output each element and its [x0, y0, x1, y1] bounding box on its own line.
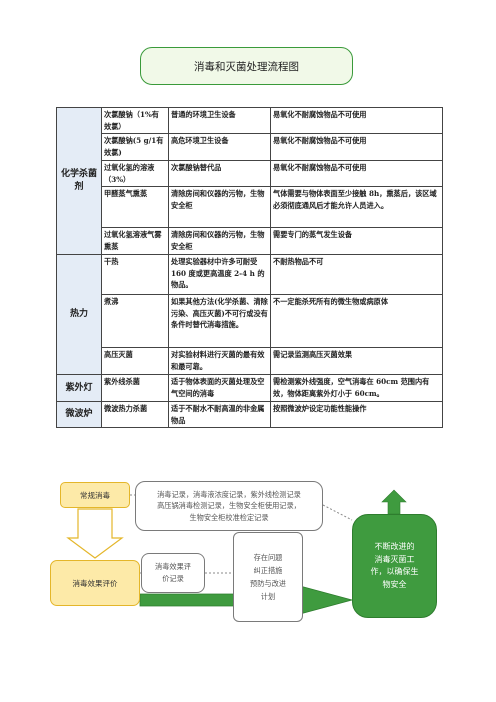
effect-record-box: 消毒效果评 价记录: [141, 553, 205, 593]
table-row: 过氧化氢的溶液（3%） 次氯酸钠替代品 易氧化不耐腐蚀物品不可使用: [57, 160, 443, 187]
table-row: 甲醛蒸气熏蒸 清除房间和仪器的污物，生物安全柜 气体需要与物体表面至少接触 8h…: [57, 186, 443, 228]
scope-cell: 处理实验器材中许多可耐受 160 度或更高温度 2-4 h 的物品。: [168, 254, 271, 295]
records-line: 高压锅消毒检测记录，生物安全柜使用记录，: [157, 501, 301, 511]
table-row: 化学杀菌剂 次氯酸钠（1%有效氯） 普通的环境卫生设备 易氧化不耐腐蚀物品不可使…: [56, 107, 443, 255]
improve-text: 不断改进的 消毒灭菌工 作，以确保生 物安全: [371, 541, 419, 591]
records-box: 消毒记录，消毒液浓度记录，紫外线检测记录 高压锅消毒检测记录，生物安全柜使用记录…: [135, 481, 323, 531]
down-arrow: [66, 508, 124, 559]
note-cell: 需检测紫外线强度，空气消毒在 60cm 范围内有效，物体距离紫外灯小于 60cm…: [270, 374, 443, 402]
agent-cell: 干热: [101, 254, 169, 295]
table-row: 煮沸 如果其他方法(化学杀菌、清除污染、高压灭菌)不可行或没有条件时替代消毒措施…: [57, 294, 443, 348]
issues-box: 存在问题 纠正措施 预防与改进 计划: [233, 532, 303, 622]
scope-cell: 如果其他方法(化学杀菌、清除污染、高压灭菌)不可行或没有条件时替代消毒措施。: [168, 294, 271, 348]
note-cell: 易氧化不耐腐蚀物品不可使用: [270, 160, 443, 187]
agent-cell: 紫外线杀菌: [101, 374, 169, 402]
dashed-connector: [322, 504, 353, 521]
up-arrow: [381, 489, 407, 515]
improve-line: 物安全: [382, 579, 407, 589]
table-body: 化学杀菌剂 次氯酸钠（1%有效氯） 普通的环境卫生设备 易氧化不耐腐蚀物品不可使…: [56, 107, 443, 428]
note-cell: 需要专门的蒸气发生设备: [270, 227, 443, 255]
note-cell: 需记录监测高压灭菌效果: [270, 347, 443, 375]
evaluation-box: 消毒效果评价: [50, 560, 140, 606]
category-cell: 热力: [56, 254, 102, 375]
effect-record-text: 消毒效果评 价记录: [155, 561, 191, 585]
table-row: 次氯酸钠(5 g/1有效氯) 高危环境卫生设备 易氧化不耐腐蚀物品不可使用: [57, 133, 443, 161]
agent-cell: 微波热力杀菌: [101, 401, 169, 428]
improve-line: 作，以确保生: [370, 567, 419, 576]
note-cell: 气体需要与物体表面至少接触 8h，熏蒸后，该区域必须彻底通风后才能允许人员进入。: [270, 186, 443, 228]
issues-line: 纠正措施: [253, 566, 283, 575]
improve-line: 消毒灭菌工: [374, 554, 415, 564]
scope-cell: 适于物体表面的灭菌处理及空气空间的消毒: [168, 374, 271, 402]
issues-line: 存在问题: [253, 553, 283, 562]
agent-cell: 过氧化氢溶液气雾熏蒸: [101, 227, 169, 255]
issues-text: 存在问题 纠正措施 预防与改进 计划: [250, 551, 286, 603]
scope-cell: 高危环境卫生设备: [168, 133, 271, 161]
agent-cell: 过氧化氢的溶液（3%）: [101, 160, 169, 187]
routine-disinfection-box: 常规消毒: [60, 482, 130, 508]
note-cell: 不耐热物品不可: [270, 254, 443, 295]
issues-line: 预防与改进: [250, 579, 286, 588]
records-line: 消毒记录，消毒液浓度记录，紫外线检测记录: [157, 489, 301, 499]
improve-line: 不断改进的: [374, 542, 415, 551]
table-row: 热力 干热 处理实验器材中许多可耐受 160 度或更高温度 2-4 h 的物品。…: [56, 254, 443, 375]
records-text: 消毒记录，消毒液浓度记录，紫外线检测记录 高压锅消毒检测记录，生物安全柜使用记录…: [157, 489, 301, 524]
page-title: 消毒和灭菌处理流程图: [140, 47, 353, 85]
records-line: 生物安全柜校准检定记录: [189, 512, 269, 522]
agent-cell: 煮沸: [101, 294, 169, 348]
note-cell: 不一定能杀死所有的微生物或病原体: [270, 294, 443, 348]
category-cell: 化学杀菌剂: [56, 107, 102, 255]
effect-record-line: 价记录: [162, 574, 184, 583]
issues-line: 计划: [260, 592, 276, 601]
continuous-improvement-box: 不断改进的 消毒灭菌工 作，以确保生 物安全: [352, 514, 437, 618]
effect-record-line: 消毒效果评: [155, 562, 191, 571]
table-row: 微波炉 微波热力杀菌 适于不耐水不耐高温的非金属物品 按照微波炉设定功能性能操作: [56, 401, 443, 428]
category-cell: 微波炉: [56, 401, 102, 428]
note-cell: 按照微波炉设定功能性能操作: [270, 401, 443, 428]
table-row: 紫外灯 紫外线杀菌 适于物体表面的灭菌处理及空气空间的消毒 需检测紫外线强度，空…: [56, 374, 443, 402]
table-row: 高压灭菌 对实验材料进行灭菌的最有效和最可靠。 需记录监测高压灭菌效果: [57, 347, 443, 375]
note-cell: 易氧化不耐腐蚀物品不可使用: [270, 133, 443, 161]
scope-cell: 普通的环境卫生设备: [168, 107, 271, 134]
disinfection-table: 化学杀菌剂 次氯酸钠（1%有效氯） 普通的环境卫生设备 易氧化不耐腐蚀物品不可使…: [56, 107, 443, 428]
scope-cell: 清除房间和仪器的污物，生物安全柜: [168, 186, 271, 228]
